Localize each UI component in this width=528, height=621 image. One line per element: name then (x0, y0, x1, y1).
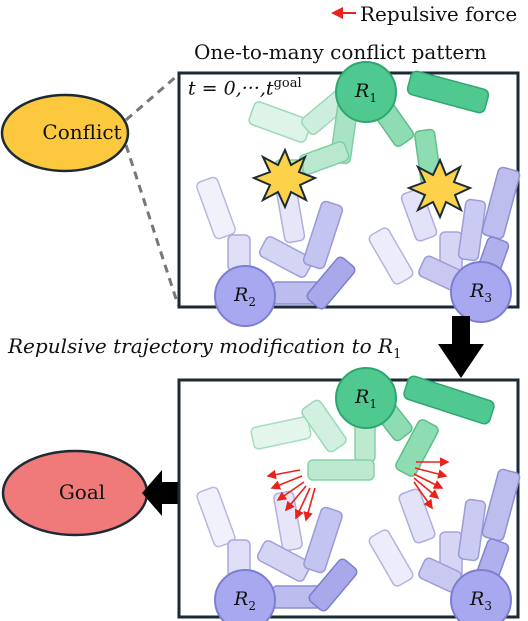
bottom-robot-r1 (335, 367, 397, 429)
time-range-sup: goal (273, 76, 302, 91)
goal-label: Goal (58, 480, 106, 504)
conflict-connector (124, 73, 180, 306)
bottom-r2-sub: 2 (248, 598, 256, 613)
top-r3-letter: R (470, 280, 485, 302)
top-r1-sub: 1 (369, 90, 377, 105)
goal-arrow (142, 470, 178, 516)
top-robot-r2 (214, 265, 276, 327)
repulsive-arrows-right (413, 457, 450, 510)
repulsive-arrows-left (266, 469, 316, 522)
collision-star-right (406, 157, 473, 220)
top-r2-label: R2 (220, 284, 270, 309)
bottom-robot-r2 (214, 569, 276, 621)
bottom-robot-r3 (450, 569, 512, 621)
top-r2-letter: R (234, 284, 249, 306)
bottom-r2-label: R2 (220, 588, 270, 613)
time-range-text: t = 0,···,t (188, 77, 274, 100)
top-r3-label: R3 (456, 280, 506, 305)
top-r2-sub: 2 (248, 294, 256, 309)
top-robot-r3 (450, 261, 512, 323)
bottom-r3-sub: 3 (484, 598, 492, 613)
conflict-node (0, 93, 130, 173)
top-panel-title: One-to-many conflict pattern (194, 40, 487, 64)
bottom-r2-letter: R (234, 588, 249, 610)
legend-label: Repulsive force (360, 2, 518, 26)
modification-caption: Repulsive trajectory modification to R1 (8, 334, 401, 362)
bottom-r1-sub: 1 (369, 396, 377, 411)
bottom-panel-links (196, 375, 521, 612)
bottom-r3-letter: R (470, 588, 485, 610)
bottom-r3-label: R3 (456, 588, 506, 613)
top-r1-label: R1 (341, 80, 391, 105)
bottom-r1-letter: R (355, 386, 370, 408)
top-r3-sub: 3 (484, 290, 492, 305)
collision-star-left (251, 147, 318, 210)
time-range-label: t = 0,···,tgoal (188, 76, 302, 99)
modification-caption-text: Repulsive trajectory modification to R (8, 334, 394, 358)
bottom-r1-label: R1 (341, 386, 391, 411)
conflict-label: Conflict (42, 120, 122, 144)
top-r1-letter: R (355, 80, 370, 102)
modification-arrow (438, 316, 484, 378)
top-robot-r1 (335, 61, 397, 123)
modification-caption-sub: 1 (393, 347, 402, 362)
